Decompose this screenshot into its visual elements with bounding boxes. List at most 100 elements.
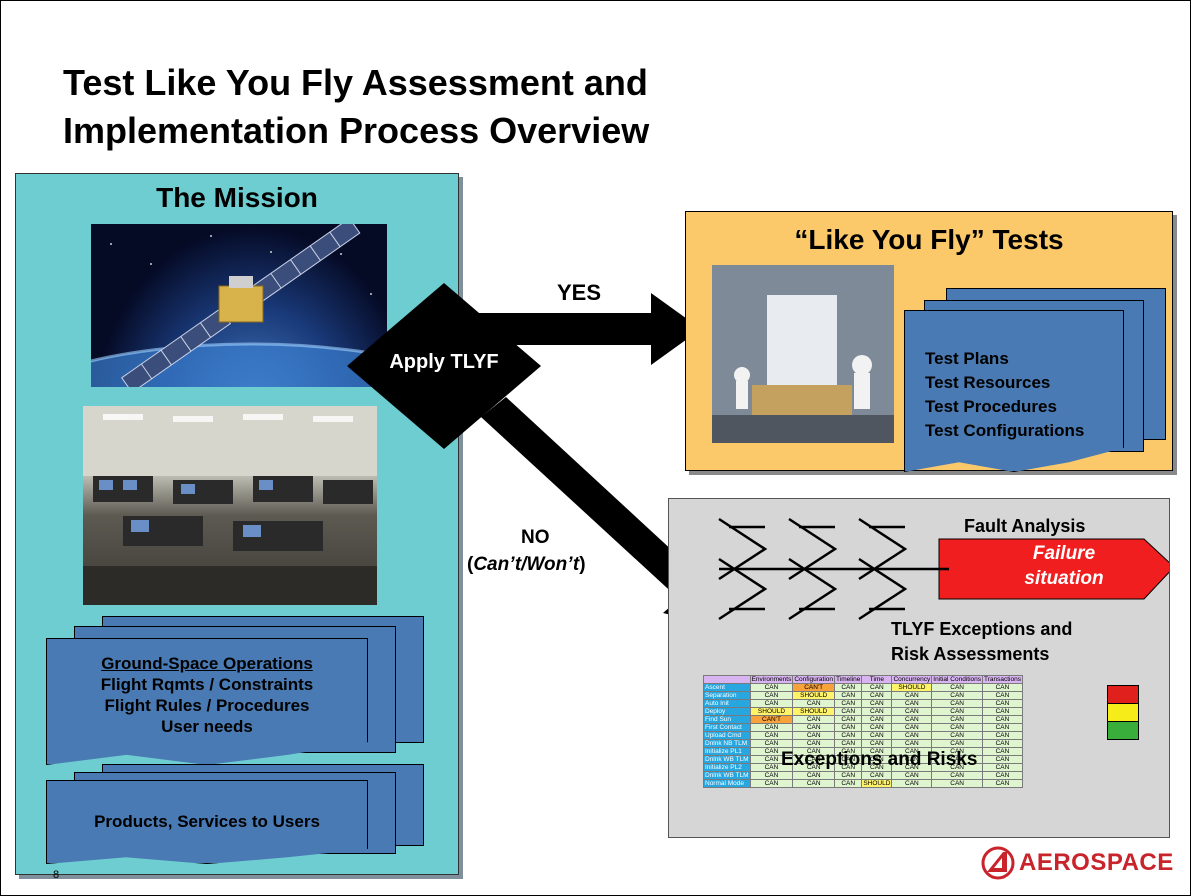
risk-cell: CAN bbox=[891, 715, 933, 724]
risk-cell: CAN bbox=[982, 715, 1023, 724]
risk-cell: CAN bbox=[861, 715, 893, 724]
aerospace-logo-icon bbox=[981, 846, 1015, 880]
yes-label: YES bbox=[557, 280, 602, 305]
risk-cell: CAN bbox=[891, 779, 933, 788]
risk-cell: CAN bbox=[931, 779, 983, 788]
slide-title: Test Like You Fly Assessment and Impleme… bbox=[63, 59, 649, 155]
risk-cell: CAN bbox=[834, 731, 863, 740]
products-text: Products, Services to Users bbox=[94, 812, 320, 831]
ground-ops-heading: Ground-Space Operations bbox=[101, 654, 313, 673]
risk-cell: CAN bbox=[931, 699, 983, 708]
risk-cell: CAN bbox=[982, 779, 1023, 788]
no-sub-label: (Can’t/Won’t) bbox=[467, 554, 586, 575]
tests-page-front: Test Plans Test Resources Test Procedure… bbox=[904, 310, 1124, 472]
risk-cell: CAN bbox=[861, 707, 893, 716]
risk-cell: CAN bbox=[834, 707, 863, 716]
risk-cell: CAN bbox=[982, 707, 1023, 716]
apply-tlyf-label: Apply TLYF bbox=[389, 351, 499, 373]
products-doc-stack: Products, Services to Users bbox=[46, 764, 426, 869]
ground-ops-line-3: User needs bbox=[161, 717, 253, 736]
risk-cell: CAN bbox=[749, 739, 794, 748]
risk-cell: CAN bbox=[834, 771, 863, 780]
risk-row-label: Upload Cmd bbox=[703, 731, 751, 740]
risk-row-label: Normal Mode bbox=[703, 779, 751, 788]
risk-row-label: Auto Init bbox=[703, 699, 751, 708]
risk-cell: CAN bbox=[749, 779, 794, 788]
risk-cell: SHOULD bbox=[861, 779, 893, 788]
failure-line-1: Failure bbox=[1032, 543, 1096, 564]
risk-row-label: Dnlnk WB TLM bbox=[703, 771, 751, 780]
risk-indicator-green bbox=[1108, 721, 1138, 739]
risk-cell: CAN bbox=[982, 771, 1023, 780]
risk-cell: CAN bbox=[982, 739, 1023, 748]
risk-cell: CAN bbox=[861, 691, 893, 700]
risk-cell: CAN bbox=[749, 771, 794, 780]
exceptions-risks-label: Exceptions and Risks bbox=[781, 749, 978, 770]
risk-cell: CAN bbox=[931, 739, 983, 748]
tests-doc-stack: Test Plans Test Resources Test Procedure… bbox=[904, 280, 1166, 472]
ground-ops-line-2: Flight Rules / Procedures bbox=[104, 696, 310, 715]
lab-photo bbox=[712, 265, 894, 443]
risk-cell: CAN'T bbox=[749, 715, 794, 724]
risk-column-header: Timeline bbox=[834, 675, 863, 684]
risk-cell: CAN bbox=[861, 683, 893, 692]
risk-row-label: Initialize PL2 bbox=[703, 763, 751, 772]
risk-cell: CAN bbox=[792, 771, 836, 780]
risk-column-header: Configuration bbox=[792, 675, 836, 684]
risk-cell: CAN bbox=[749, 699, 794, 708]
tests-list: Test Plans Test Resources Test Procedure… bbox=[925, 347, 1123, 443]
ground-ops-line-1: Flight Rqmts / Constraints bbox=[100, 675, 314, 694]
risk-cell: CAN bbox=[982, 763, 1023, 772]
risk-cell: CAN bbox=[982, 691, 1023, 700]
risk-column-header: Environments bbox=[749, 675, 794, 684]
risk-row-label: Dnlnk NB TLM bbox=[703, 739, 751, 748]
risk-row-label: Dnlnk WB TLM bbox=[703, 755, 751, 764]
risk-cell: CAN bbox=[861, 723, 893, 732]
risk-cell: CAN bbox=[749, 731, 794, 740]
risk-cell: CAN bbox=[749, 723, 794, 732]
fishbone-diagram bbox=[718, 517, 1169, 621]
risk-cell: CAN bbox=[931, 707, 983, 716]
title-line-1: Test Like You Fly Assessment and bbox=[63, 62, 648, 103]
yes-arrow bbox=[471, 293, 701, 365]
risk-column-header: Transactions bbox=[982, 675, 1023, 684]
test-item-1: Test Plans bbox=[925, 349, 1009, 368]
test-item-3: Test Procedures bbox=[925, 397, 1057, 416]
exceptions-line-2: Risk Assessments bbox=[891, 644, 1050, 664]
ground-ops-doc-stack: Ground-Space Operations Flight Rqmts / C… bbox=[46, 604, 426, 769]
lab-illustration bbox=[712, 265, 894, 443]
risk-cell: SHOULD bbox=[749, 707, 794, 716]
risk-cell: CAN bbox=[891, 739, 933, 748]
exceptions-title: TLYF Exceptions and Risk Assessments bbox=[891, 617, 1072, 667]
risk-cell: CAN bbox=[861, 739, 893, 748]
decision-diamond bbox=[347, 283, 541, 449]
risk-cell: CAN bbox=[982, 683, 1023, 692]
test-item-4: Test Configurations bbox=[925, 421, 1085, 440]
risk-cell: CAN bbox=[792, 715, 836, 724]
risk-cell: CAN bbox=[834, 683, 863, 692]
risk-cell: CAN bbox=[891, 723, 933, 732]
tests-title: “Like You Fly” Tests bbox=[794, 224, 1064, 255]
page-number: 8 bbox=[53, 869, 60, 881]
risk-cell: CAN bbox=[931, 731, 983, 740]
risk-cell: CAN bbox=[982, 699, 1023, 708]
risk-cell: CAN bbox=[891, 731, 933, 740]
satellite-illustration bbox=[91, 224, 387, 387]
risk-cell: CAN bbox=[931, 691, 983, 700]
control-room-illustration bbox=[83, 406, 377, 605]
risk-cell: CAN bbox=[891, 699, 933, 708]
control-room-photo bbox=[83, 406, 377, 605]
risk-cell: CAN bbox=[749, 691, 794, 700]
aerospace-logo-text: AEROSPACE bbox=[1019, 849, 1174, 876]
